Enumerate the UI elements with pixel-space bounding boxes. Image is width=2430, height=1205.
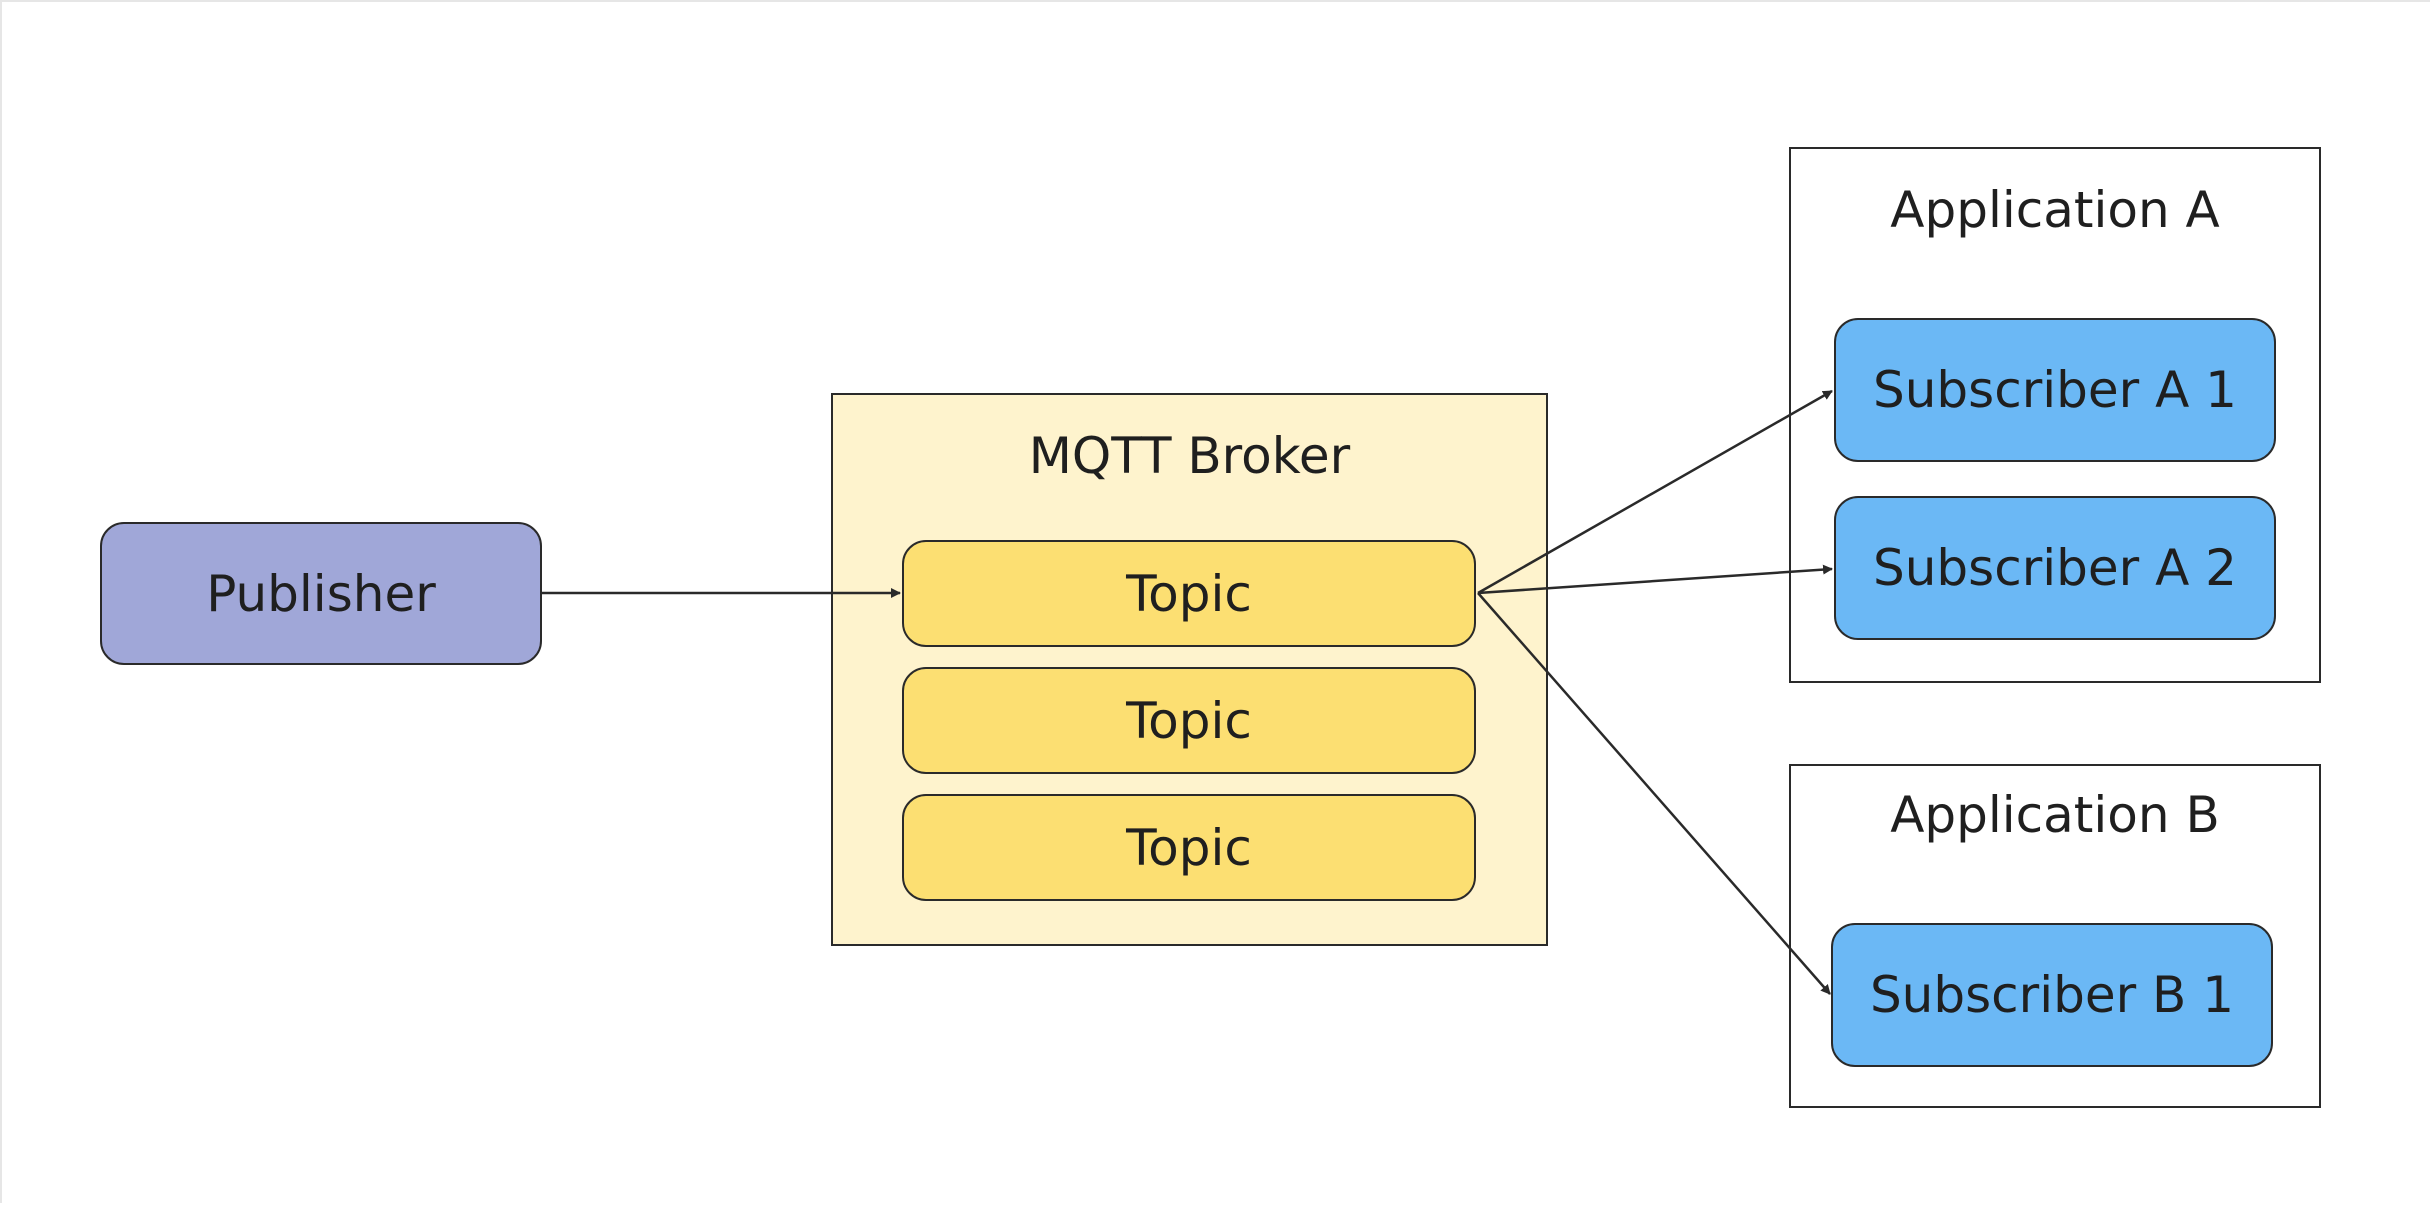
topic-label: Topic — [1126, 564, 1252, 623]
topic-node: Topic — [902, 794, 1476, 901]
application-a-title: Application A — [1890, 181, 2220, 239]
subscriber-label: Subscriber A 2 — [1872, 539, 2237, 597]
topic-label: Topic — [1126, 691, 1252, 750]
application-b-title: Application B — [1890, 786, 2220, 844]
publisher-label: Publisher — [206, 564, 436, 623]
subscriber-b1-node: Subscriber B 1 — [1831, 923, 2273, 1067]
subscriber-a1-node: Subscriber A 1 — [1834, 318, 2276, 462]
subscriber-label: Subscriber B 1 — [1869, 966, 2235, 1024]
subscriber-a2-node: Subscriber A 2 — [1834, 496, 2276, 640]
subscriber-label: Subscriber A 1 — [1872, 361, 2237, 419]
topic-label: Topic — [1126, 818, 1252, 877]
broker-title: MQTT Broker — [1028, 427, 1351, 485]
topic-node: Topic — [902, 667, 1476, 774]
topic-node: Topic — [902, 540, 1476, 647]
publisher-node: Publisher — [100, 522, 542, 665]
